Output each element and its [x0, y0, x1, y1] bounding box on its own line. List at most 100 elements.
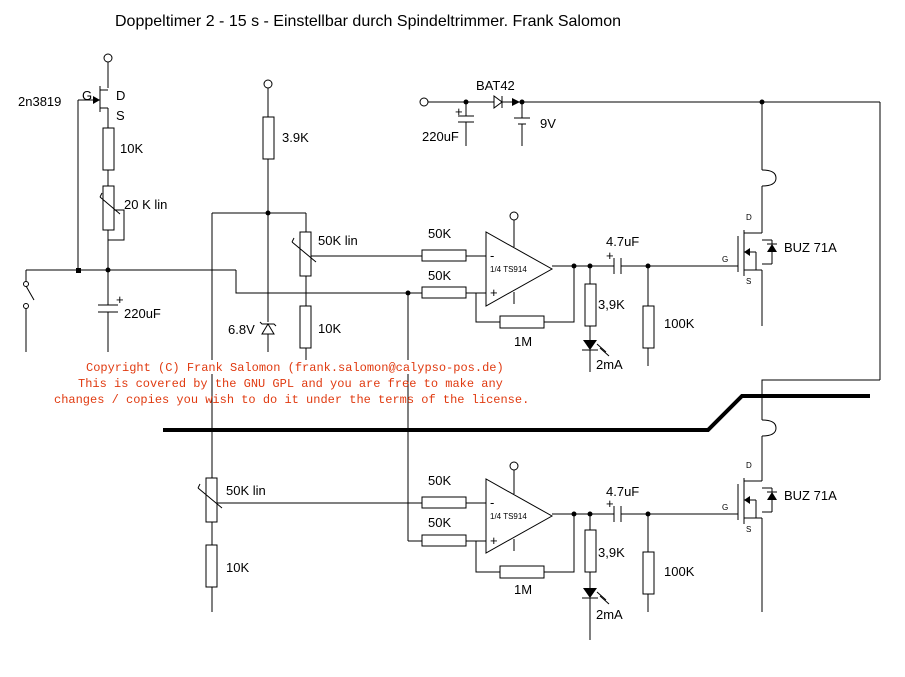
opamp-top: [485, 231, 554, 307]
copyright-line-1: Copyright (C) Frank Salomon (frank.salom…: [86, 361, 504, 375]
comparator-top: 50K 50K - + 1/4 TS914 1M 3,9K 2mA: [421, 211, 736, 372]
resistor-3-9k-label: 3.9K: [282, 130, 309, 145]
resistor-1m-top-label: 1M: [514, 334, 532, 349]
cap-220uf-label: 220uF: [124, 306, 161, 321]
led-top-icon: [583, 340, 597, 350]
resistor-3-9k-led-bottom: [584, 529, 597, 573]
resistor-10k-mid: [299, 305, 312, 349]
resistor-10k-bottom: [205, 544, 218, 588]
cap-4-7uf-top-plus: +: [606, 248, 614, 263]
potentiometer-50k-bottom-label: 50K lin: [226, 483, 266, 498]
resistor-50k-top-minus: [421, 249, 467, 262]
resistor-10k-top: [102, 127, 115, 171]
resistor-10k-top-label: 10K: [120, 141, 143, 156]
opamp-top-label: 1/4 TS914: [490, 265, 527, 274]
switch-contact-top: [23, 281, 29, 287]
zener-label: 6.8V: [228, 322, 255, 337]
cap-220uf-bat-label: 220uF: [422, 129, 459, 144]
resistor-3-9k: [262, 116, 275, 160]
load-coil-bottom-icon: [761, 419, 777, 437]
comparator-bottom: 50K 50K - + 1/4 TS914 1M 3,9K 2mA + 4.7u…: [421, 461, 736, 640]
opamp-bottom-plus: +: [490, 533, 498, 548]
mosfet-bottom: D S G BUZ 71A: [722, 395, 837, 612]
jfet-source-label: S: [116, 108, 125, 123]
reference-section: 3.9K 6.8V 50K lin 10K: [211, 79, 422, 541]
copyright-notice: Copyright (C) Frank Salomon (frank.salom…: [54, 360, 554, 407]
resistor-50k-top-minus-label: 50K: [428, 226, 451, 241]
jfet-section: 2n3819 G D S 10K 20 K lin + 220uF: [18, 53, 236, 352]
resistor-1m-bottom: [499, 565, 545, 579]
resistor-50k-bottom-plus: [421, 534, 467, 547]
ground-bus: [163, 394, 870, 432]
led-bottom-current: 2mA: [596, 607, 623, 622]
jfet-drain-label: D: [116, 88, 125, 103]
cap-4-7uf-bottom-label: 4.7uF: [606, 484, 639, 499]
opamp-top-plus: +: [490, 285, 498, 300]
resistor-50k-bottom-minus: [421, 496, 467, 509]
diode-bat42-label: BAT42: [476, 78, 515, 93]
switch-lever: [25, 285, 35, 301]
battery-label: 9V: [540, 116, 556, 131]
jfet-gate-arrow-icon: [93, 96, 100, 104]
jfet-gate-label: G: [82, 88, 92, 103]
battery-terminal: [419, 97, 429, 107]
resistor-50k-bottom-plus-label: 50K: [428, 515, 451, 530]
resistor-10k-mid-label: 10K: [318, 321, 341, 336]
copyright-line-2: This is covered by the GNU GPL and you a…: [78, 377, 503, 391]
current-arrow-icon: [512, 98, 520, 106]
resistor-3-9k-led-top: [584, 283, 597, 327]
potentiometer-20k-label: 20 K lin: [124, 197, 167, 212]
mosfet-bottom-s: S: [746, 525, 751, 534]
resistor-100k-top-label: 100K: [664, 316, 695, 331]
mosfet-bottom-arrow-icon: [744, 496, 750, 504]
cap-220uf-bat-plus: +: [455, 104, 463, 119]
opamp-bottom-label: 1/4 TS914: [490, 512, 527, 521]
mosfet-bottom-g: G: [722, 503, 728, 512]
zener-diode-icon: [261, 323, 275, 335]
bottom-pot-section: 50K lin 10K: [197, 477, 422, 612]
mosfet-top-g: G: [722, 255, 728, 264]
switch-contact-bottom: [23, 303, 29, 309]
mosfet-top: D S G BUZ 71A: [722, 102, 837, 326]
resistor-1m-top: [499, 315, 545, 329]
cap-220uf-plus: +: [116, 292, 124, 307]
opamp-bottom-minus: -: [490, 495, 494, 510]
potentiometer-50k-top-label: 50K lin: [318, 233, 358, 248]
mosfet-bottom-d: D: [746, 461, 752, 470]
supply-terminal-jfet: [103, 53, 113, 63]
mosfet-top-arrow-icon: [744, 248, 750, 256]
resistor-100k-bottom: [642, 551, 655, 595]
opamp-top-minus: -: [490, 248, 494, 263]
resistor-50k-bottom-minus-label: 50K: [428, 473, 451, 488]
load-coil-top-icon: [761, 169, 777, 187]
cap-4-7uf-top-label: 4.7uF: [606, 234, 639, 249]
opamp-top-supply: [509, 211, 519, 221]
mosfet-top-s: S: [746, 277, 751, 286]
schematic-title: Doppeltimer 2 - 15 s - Einstellbar durch…: [115, 13, 621, 30]
supply-terminal-ref: [263, 79, 273, 89]
resistor-100k-top: [642, 305, 655, 349]
led-bottom-icon: [583, 588, 597, 598]
mosfet-top-label: BUZ 71A: [784, 240, 837, 255]
resistor-10k-bottom-label: 10K: [226, 560, 249, 575]
mosfet-bottom-diode-icon: [767, 492, 777, 500]
copyright-line-3: changes / copies you wish to do it under…: [54, 393, 529, 407]
resistor-1m-bottom-label: 1M: [514, 582, 532, 597]
potentiometer-50k-bottom: [205, 477, 218, 523]
opamp-bottom: [485, 478, 554, 554]
led-top-current: 2mA: [596, 357, 623, 372]
mosfet-top-diode-icon: [767, 244, 777, 252]
jfet-label: 2n3819: [18, 94, 61, 109]
mosfet-top-d: D: [746, 213, 752, 222]
resistor-3-9k-led-bottom-label: 3,9K: [598, 545, 625, 560]
mosfet-bottom-label: BUZ 71A: [784, 488, 837, 503]
cap-4-7uf-bottom-plus: +: [606, 496, 614, 511]
resistor-100k-bottom-label: 100K: [664, 564, 695, 579]
battery-section: + 220uF BAT42 9V: [419, 78, 881, 395]
resistor-50k-top-plus: [421, 286, 467, 299]
diode-bat42-icon: [493, 95, 503, 109]
resistor-3-9k-led-top-label: 3,9K: [598, 297, 625, 312]
resistor-50k-top-plus-label: 50K: [428, 268, 451, 283]
potentiometer-50k-top: [299, 231, 312, 277]
